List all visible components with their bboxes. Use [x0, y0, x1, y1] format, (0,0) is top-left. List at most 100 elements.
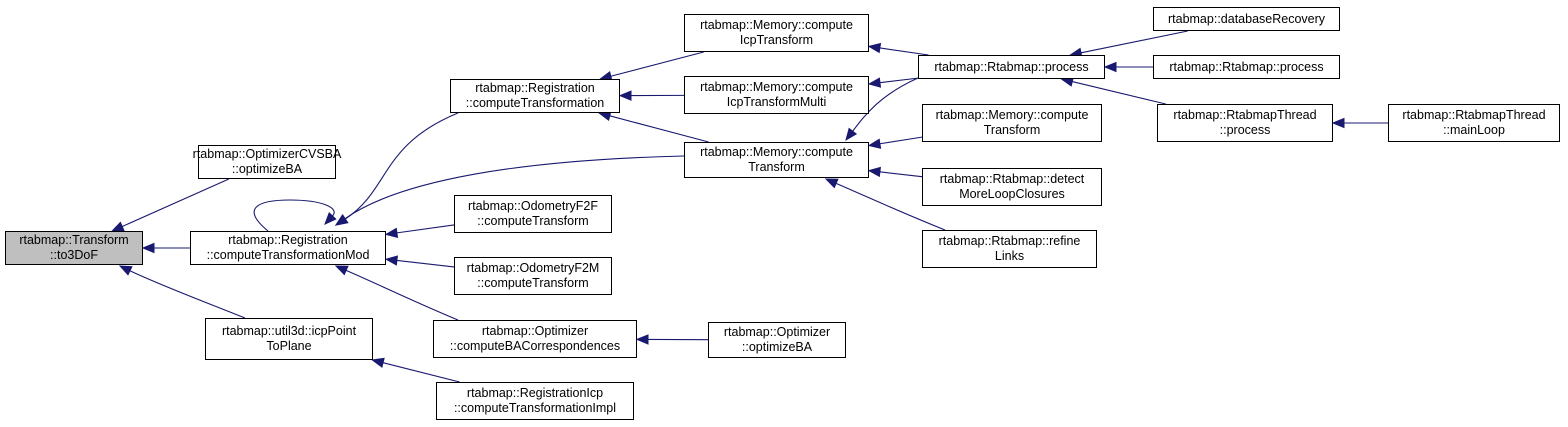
node-label-line: Transform	[748, 160, 805, 174]
edge-optcvsba-to-to3dof	[121, 178, 230, 228]
edge-odof2f-to-regctmod	[396, 224, 455, 234]
node-rtprocess2[interactable]: rtabmap::Rtabmap::process	[1153, 55, 1340, 79]
edge-detectloop-to-memct	[879, 171, 923, 178]
node-label-line: ::process	[1219, 123, 1271, 137]
edge-rtprocess-to-memicp	[879, 47, 929, 56]
node-label-line: ::computeBACorrespondences	[449, 339, 621, 353]
node-label-line: IcpTransform	[739, 33, 814, 47]
arrowhead-odof2f-to-regctmod	[384, 227, 399, 238]
node-label-line: rtabmap::RtabmapThread	[1402, 108, 1546, 122]
edge-optbacorr-to-regctmod	[345, 269, 459, 321]
node-label-line: rtabmap::Memory::compute	[700, 80, 853, 94]
arrowhead-memct-to-regctmod	[334, 214, 349, 226]
node-label-line: rtabmap::RtabmapThread	[1173, 108, 1317, 122]
edge-rtprocess-to-memct	[852, 77, 919, 132]
arrowhead-memct2-to-memct	[867, 138, 882, 149]
node-label-line: MoreLoopClosures	[959, 187, 1065, 201]
node-label-line: rtabmap::Optimizer	[723, 325, 831, 339]
node-label-line: Links	[994, 249, 1025, 263]
arrowhead-optbacorr-to-regctmod	[334, 265, 349, 276]
arrowhead-rtprocess-to-memicp	[867, 42, 882, 54]
node-label-line: ::mainLoop	[1443, 123, 1505, 137]
arrowhead-rtprocess-to-memct	[845, 127, 858, 142]
node-optba[interactable]: rtabmap::Optimizer::optimizeBA	[708, 322, 846, 358]
node-label-line: rtabmap::Registration	[475, 81, 595, 95]
arrowhead-regicpimpl-to-icpp2p	[371, 357, 385, 368]
arrowhead-mainloop-to-threadproc	[1331, 117, 1345, 129]
node-label-line: rtabmap::Memory::compute	[935, 108, 1089, 122]
node-regct[interactable]: rtabmap::Registration::computeTransforma…	[450, 79, 620, 113]
node-label-line: rtabmap::Memory::compute	[700, 18, 853, 32]
arrowhead-optcvsba-to-to3dof	[110, 221, 125, 232]
node-label-line: rtabmap::OdometryF2M	[466, 261, 600, 275]
node-label-line: rtabmap::util3d::icpPoint	[221, 324, 357, 338]
arrowhead-icpp2p-to-to3dof	[118, 265, 133, 276]
node-label-line: rtabmap::databaseRecovery	[1167, 11, 1326, 26]
arrowhead-refine-to-memct	[824, 178, 839, 189]
edge-icpp2p-to-to3dof	[129, 270, 246, 319]
arrowhead-rtprocess-to-memicpmulti	[867, 77, 882, 88]
node-label-line: ::optimizeBA	[741, 340, 813, 354]
node-regicpimpl[interactable]: rtabmap::RegistrationIcp::computeTransfo…	[436, 382, 634, 420]
edge-refine-to-memct	[835, 182, 946, 231]
node-label-line: rtabmap::RegistrationIcp	[466, 386, 604, 400]
arrowhead-odof2m-to-regctmod	[384, 255, 398, 266]
node-optcvsba[interactable]: rtabmap::OptimizerCVSBA::optimizeBA	[193, 145, 341, 179]
arrowhead-detectloop-to-memct	[867, 166, 881, 178]
edge-regctmod-to-regctmod	[253, 199, 335, 232]
edge-odof2m-to-regctmod	[396, 259, 455, 268]
node-label-line: rtabmap::Optimizer	[481, 324, 589, 338]
node-label-line: rtabmap::Rtabmap::detect	[939, 172, 1085, 186]
node-rtprocess[interactable]: rtabmap::Rtabmap::process	[918, 55, 1105, 79]
node-label-line: ToPlane	[266, 339, 312, 353]
arrowhead-rtprocess2-to-rtprocess	[1103, 61, 1117, 73]
node-to3dof: rtabmap::Transform::to3DoF	[5, 231, 143, 265]
arrowhead-optba-to-optbacorr	[635, 334, 649, 345]
edge-regct-to-regctmod	[344, 112, 459, 220]
node-label-line: rtabmap::Transform	[19, 233, 129, 247]
node-label-line: rtabmap::Rtabmap::process	[934, 59, 1089, 74]
node-label-line: ::computeTransformationMod	[206, 248, 370, 262]
node-mainloop[interactable]: rtabmap::RtabmapThread::mainLoop	[1388, 104, 1560, 142]
node-label-line: ::optimizeBA	[231, 162, 303, 176]
node-label-line: Transform	[983, 123, 1041, 137]
edge-regicpimpl-to-icpp2p	[382, 362, 460, 383]
node-odof2f[interactable]: rtabmap::OdometryF2F::computeTransform	[454, 195, 612, 233]
node-regctmod[interactable]: rtabmap::Registration::computeTransforma…	[190, 231, 386, 265]
edge-threadproc-to-rtprocess	[1072, 81, 1166, 105]
node-label-line: rtabmap::OdometryF2F	[468, 199, 598, 213]
node-label-line: rtabmap::Memory::compute	[700, 145, 853, 159]
edge-memct2-to-memct	[879, 136, 923, 145]
edge-dbrecovery-to-rtprocess	[1080, 30, 1188, 54]
edge-memct-to-regctmod	[344, 155, 685, 220]
node-label-line: ::computeTransform	[477, 214, 589, 228]
node-label-line: rtabmap::OptimizerCVSBA	[192, 147, 342, 161]
node-optbacorr[interactable]: rtabmap::Optimizer::computeBACorresponde…	[433, 320, 637, 358]
node-label-line: rtabmap::Registration	[228, 233, 348, 247]
arrowhead-regctmod-to-to3dof	[141, 242, 155, 254]
node-label-line: ::to3DoF	[50, 248, 98, 262]
edge-memct-to-regct	[609, 115, 709, 143]
node-label-line: ::computeTransformation	[465, 96, 605, 110]
node-dbrecovery[interactable]: rtabmap::databaseRecovery	[1153, 7, 1340, 31]
node-label-line: rtabmap::Rtabmap::refine	[938, 234, 1081, 248]
node-label-line: IcpTransformMulti	[726, 95, 827, 109]
arrowhead-memicpmulti-to-regct	[618, 90, 632, 101]
node-label-line: rtabmap::Rtabmap::process	[1169, 59, 1324, 74]
edge-memicp-to-regct	[610, 51, 704, 77]
node-label-line: ::computeTransform	[477, 276, 589, 290]
node-label-line: ::computeTransformationImpl	[453, 401, 617, 415]
node-odof2m[interactable]: rtabmap::OdometryF2M::computeTransform	[454, 257, 612, 295]
edge-rtprocess-to-memicpmulti	[879, 77, 919, 84]
node-threadproc[interactable]: rtabmap::RtabmapThread::process	[1157, 104, 1333, 142]
arrowhead-regctmod-to-regctmod	[324, 212, 337, 225]
